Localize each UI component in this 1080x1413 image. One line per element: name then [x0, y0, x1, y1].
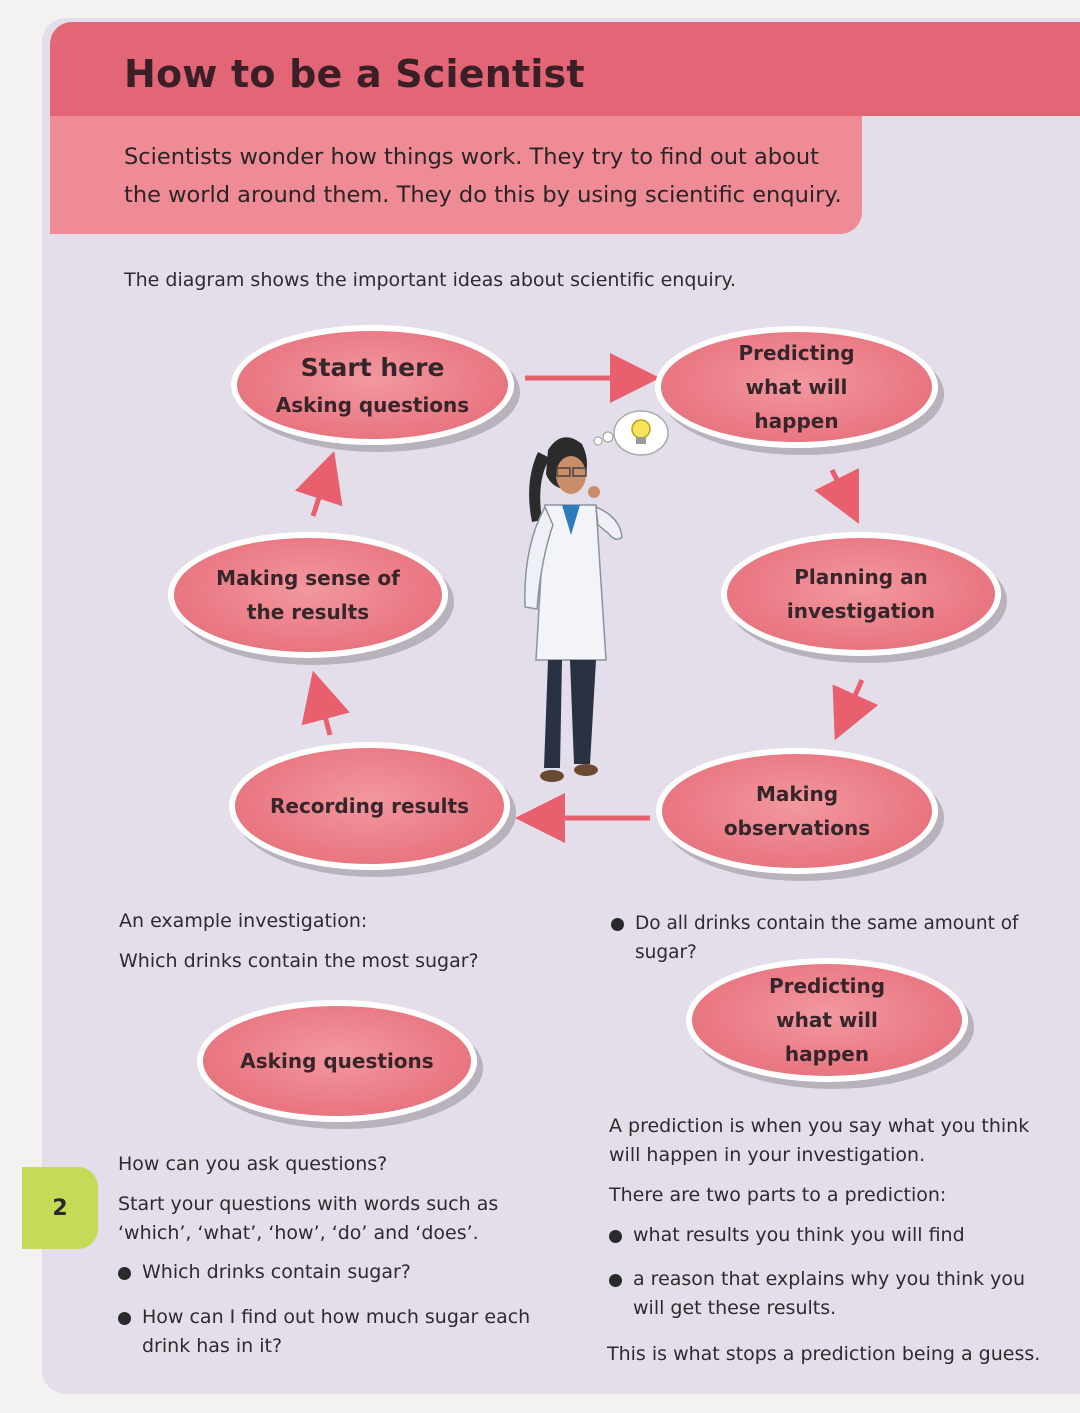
oval-planning: Planning an investigation — [721, 532, 1001, 656]
arrow-down-icon — [843, 680, 862, 722]
page-number: 2 — [52, 1196, 67, 1221]
bullet-item: a reason that explains why you think you… — [609, 1265, 1053, 1323]
recording-label: Recording results — [270, 789, 469, 823]
oval-predicting-example: Predicting what will happen — [686, 958, 968, 1082]
arrow-down-icon — [832, 470, 850, 506]
example-intro: An example investigation: — [119, 907, 539, 936]
oval-start-here: Start here Asking questions — [231, 325, 514, 445]
oval-making-sense: Making sense of the results — [168, 532, 448, 658]
arrow-up-icon — [318, 690, 330, 735]
oval-predicting: Predicting what will happen — [655, 326, 938, 448]
oval-asking-questions: Asking questions — [197, 1000, 477, 1122]
planning-label: Planning an investigation — [777, 560, 945, 628]
scientist-illustration — [525, 437, 622, 782]
how-ask-text: How can you ask questions? — [118, 1150, 568, 1179]
start-label: Asking questions — [276, 388, 469, 422]
predicting-example-label: Predicting what will happen — [742, 969, 912, 1071]
page-number-tab: 2 — [22, 1167, 98, 1249]
asking-questions-label: Asking questions — [240, 1044, 433, 1078]
two-parts-text: There are two parts to a prediction: — [609, 1181, 1039, 1210]
arrow-up-icon — [313, 470, 328, 516]
prediction-definition: A prediction is when you say what you th… — [609, 1112, 1039, 1170]
observations-label: Making observations — [722, 777, 872, 845]
predicting-label: Predicting what will happen — [711, 336, 882, 438]
start-heading: Start here — [301, 348, 445, 388]
oval-recording: Recording results — [229, 742, 510, 870]
bullet-item: what results you think you will find — [609, 1221, 1053, 1250]
bullet-item: Which drinks contain sugar? — [118, 1258, 582, 1287]
example-question: Which drinks contain the most sugar? — [119, 947, 539, 976]
oval-observations: Making observations — [656, 748, 938, 874]
stops-guess-text: This is what stops a prediction being a … — [607, 1340, 1047, 1369]
lightbulb-icon — [594, 411, 668, 455]
start-words-text: Start your questions with words such as … — [118, 1190, 568, 1248]
bullet-item: How can I find out how much sugar each d… — [118, 1303, 582, 1361]
making-sense-label: Making sense of the results — [214, 561, 402, 629]
